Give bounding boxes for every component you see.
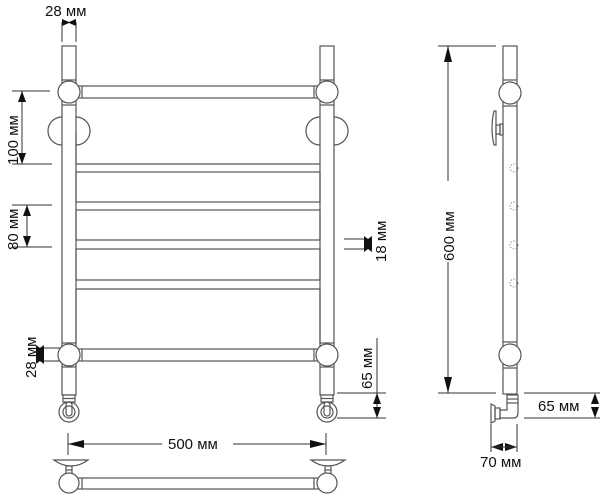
dim-label: 70 мм: [480, 454, 521, 471]
dim-label: 500 мм: [168, 436, 218, 453]
dim-pipe-diameter-bottom: 28 мм: [23, 337, 60, 378]
side-valve: [490, 394, 519, 424]
left-mount-plate: [52, 459, 90, 467]
top-view-left-ball: [58, 472, 80, 494]
rung-3: [75, 209, 321, 241]
dim-label: 100 мм: [5, 115, 22, 165]
dim-connection-offset-front: 65 мм: [337, 338, 386, 419]
dim-wall-distance: 70 мм: [480, 424, 521, 471]
hidden-mount-point: [509, 163, 519, 173]
bottom-crossbar: [75, 348, 321, 362]
side-view: 600 мм 65 мм 70 мм: [438, 45, 600, 471]
dim-top-section-spacing: 100 мм: [5, 90, 52, 165]
hidden-mount-point: [509, 278, 519, 288]
right-valve: [316, 394, 338, 423]
bottom-right-joint: [315, 343, 339, 367]
top-view-right-ball: [316, 472, 338, 494]
top-right-joint: [315, 80, 339, 104]
top-left-joint: [57, 80, 81, 104]
side-bottom-joint: [498, 343, 522, 367]
dim-label: 600 мм: [441, 211, 458, 261]
top-crossbar: [75, 85, 321, 99]
dim-height: 600 мм: [438, 45, 496, 394]
front-view: 28 мм 100 мм 80 мм 18 мм: [5, 3, 390, 455]
side-top-joint: [498, 81, 522, 105]
dim-label: 28 мм: [23, 337, 40, 378]
dim-label: 65 мм: [538, 398, 579, 415]
left-wall-bracket: [47, 116, 63, 146]
dim-center-distance: 500 мм: [67, 433, 327, 455]
dim-label: 28 мм: [45, 3, 86, 20]
dim-pipe-diameter-top: 28 мм: [45, 3, 86, 42]
dim-rung-spacing: 80 мм: [5, 204, 52, 250]
right-mount-plate: [309, 459, 347, 467]
rung-5: [75, 288, 321, 344]
side-wall-bracket: [491, 110, 504, 146]
dim-connection-offset-side: 65 мм: [524, 392, 600, 419]
hidden-mount-point: [509, 240, 519, 250]
dim-label: 65 мм: [359, 348, 376, 389]
dim-label: 80 мм: [5, 209, 22, 250]
top-view-bar: [69, 477, 327, 490]
rung-4: [75, 248, 321, 281]
right-wall-bracket: [305, 116, 321, 146]
left-valve: [58, 394, 80, 423]
bottom-left-joint: [57, 343, 81, 367]
side-vertical-pipe: [502, 45, 518, 395]
top-view: [52, 459, 347, 494]
rung-1: [75, 133, 320, 165]
hidden-mount-point: [509, 201, 519, 211]
dim-label: 18 мм: [373, 221, 390, 262]
rung-2: [75, 171, 321, 203]
dim-rung-thickness: 18 мм: [344, 221, 390, 262]
